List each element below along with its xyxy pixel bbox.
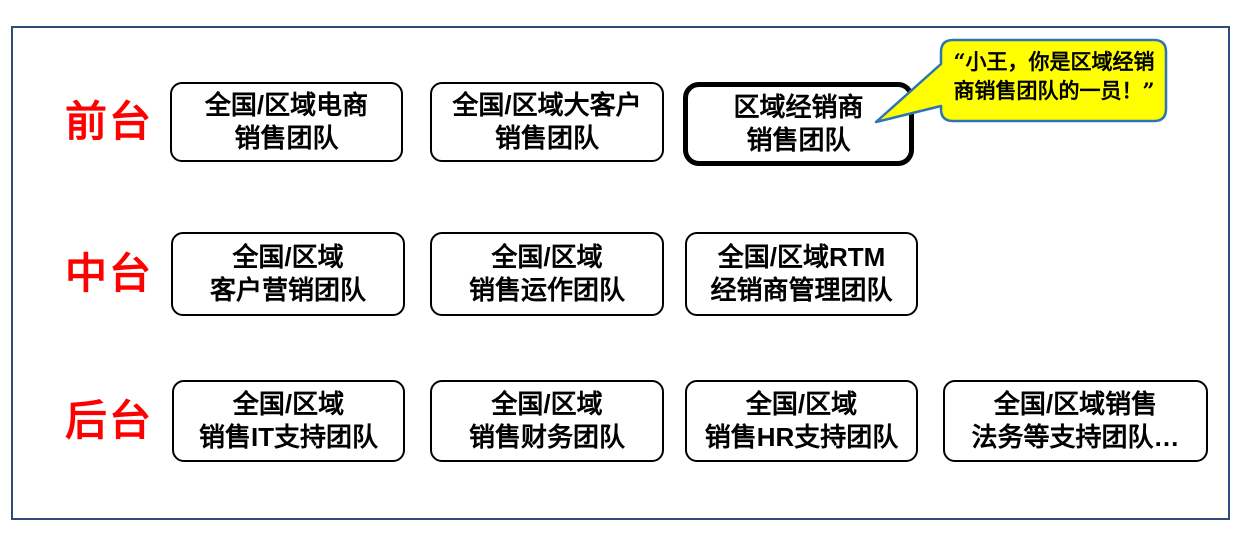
box-sales-operations-team: 全国/区域 销售运作团队	[430, 232, 664, 316]
box-line: 区域经销商	[733, 92, 864, 122]
box-line: 经销商管理团队	[710, 275, 893, 305]
box-line: 全国/区域RTM	[717, 242, 886, 272]
box-line: 全国/区域	[491, 242, 603, 272]
box-line: 全国/区域	[232, 389, 345, 419]
box-line: 销售团队	[234, 123, 339, 153]
box-line: 全国/区域	[745, 389, 858, 419]
box-line: 销售财务团队	[468, 422, 625, 452]
callout-bubble: “小王，你是区域经销 商销售团队的一员！”	[870, 34, 1172, 130]
speech-bubble-shape	[874, 38, 1168, 124]
callout-text-line: 商销售团队的一员！”	[953, 78, 1155, 103]
box-line: 客户营销团队	[209, 275, 366, 305]
box-line: 销售IT支持团队	[198, 422, 379, 452]
box-line: 销售团队	[746, 125, 851, 155]
callout-text-line: “小王，你是区域经销	[953, 49, 1155, 74]
box-line: 全国/区域销售	[993, 389, 1158, 419]
row-label-middle-office: 中台	[64, 250, 153, 297]
box-ecommerce-sales-team: 全国/区域电商 销售团队	[170, 82, 403, 162]
box-key-account-sales-team: 全国/区域大客户 销售团队	[430, 82, 664, 162]
box-line: 法务等支持团队…	[971, 422, 1180, 452]
box-rtm-distributor-management-team: 全国/区域RTM 经销商管理团队	[685, 232, 918, 316]
box-sales-finance-team: 全国/区域 销售财务团队	[430, 380, 664, 462]
box-customer-marketing-team: 全国/区域 客户营销团队	[171, 232, 405, 316]
box-line: 销售运作团队	[468, 275, 625, 305]
box-sales-legal-support-team: 全国/区域销售 法务等支持团队…	[943, 380, 1208, 462]
box-line: 销售HR支持团队	[704, 422, 899, 452]
box-line: 全国/区域电商	[204, 90, 369, 120]
box-line: 全国/区域大客户	[452, 90, 642, 120]
box-sales-it-support-team: 全国/区域 销售IT支持团队	[172, 380, 405, 462]
box-regional-distributor-sales-team-highlighted: 区域经销商 销售团队	[683, 82, 914, 166]
box-line: 销售团队	[494, 123, 599, 153]
callout-text: “小王，你是区域经销 商销售团队的一员！”	[946, 47, 1162, 105]
box-line: 全国/区域	[491, 389, 603, 419]
box-line: 全国/区域	[232, 242, 344, 272]
row-label-front-office: 前台	[64, 98, 153, 145]
row-label-back-office: 后台	[64, 397, 153, 444]
box-sales-hr-support-team: 全国/区域 销售HR支持团队	[685, 380, 918, 462]
